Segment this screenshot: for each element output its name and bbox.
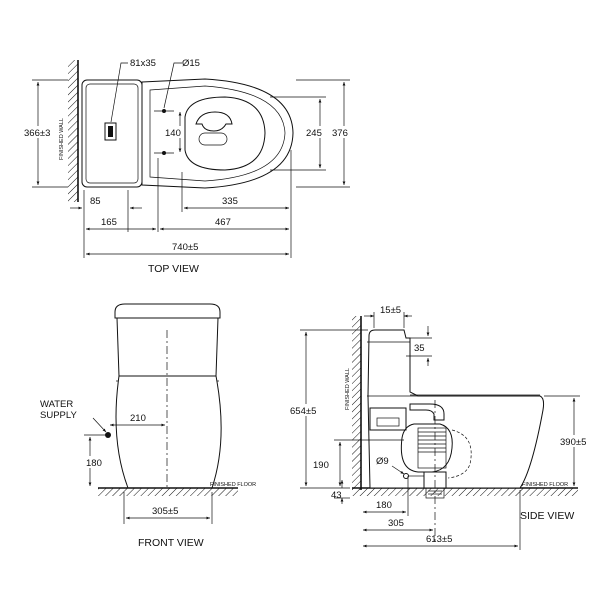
drain-bottom xyxy=(198,132,228,146)
top-finished-wall-label: FINISHED WALL xyxy=(59,118,65,160)
front-tank xyxy=(116,317,219,377)
button-leader xyxy=(110,62,128,123)
side-trapway xyxy=(400,423,453,473)
flush-button-core xyxy=(108,126,113,137)
side-outlet-hole xyxy=(403,473,409,479)
dim-side-height-label: 654±5 xyxy=(290,406,316,417)
dim-side-305-label: 305 xyxy=(388,518,404,529)
front-finished-floor-label: FINISHED FLOOR xyxy=(210,482,256,488)
front-view-title: FRONT VIEW xyxy=(138,537,204,549)
top-bowl xyxy=(141,78,294,189)
side-bowl-dashed xyxy=(447,429,472,479)
side-wall-hatch xyxy=(352,316,361,490)
dim-seat-width-label: 245 xyxy=(306,128,322,139)
dim-side-rim-label: 390±5 xyxy=(560,437,586,448)
water-supply-label-1: WATER xyxy=(40,399,73,410)
dim-holes-span-label: 140 xyxy=(165,128,181,139)
dim-front-210-label: 210 xyxy=(130,413,146,424)
button-size-label: 81x35 xyxy=(130,58,156,69)
water-supply-leader xyxy=(92,417,107,433)
side-finished-wall-label: FINISHED WALL xyxy=(345,368,351,410)
top-wall-hatch xyxy=(68,60,78,202)
water-supply-label-2: SUPPLY xyxy=(40,410,77,421)
dim-side-35-label: 35 xyxy=(414,343,425,354)
front-body xyxy=(115,375,222,489)
top-view-title: TOP VIEW xyxy=(148,263,199,275)
dim-467-label: 467 xyxy=(215,217,231,228)
water-supply-point xyxy=(105,432,111,438)
dim-front-width-label: 305±5 xyxy=(152,506,178,517)
dim-depth-left-label: 366±3 xyxy=(24,128,50,139)
side-view: FINISHED WALL FINISHED FLOOR 15±5 xyxy=(289,305,588,550)
dim-165-label: 165 xyxy=(101,217,117,228)
side-floor-hatch xyxy=(352,488,578,496)
side-inlet-pipe xyxy=(409,403,445,421)
seat-opening xyxy=(184,96,266,171)
front-view: FINISHED FLOOR WATER SUPPLY 210 180 305±… xyxy=(40,303,256,549)
flush-button xyxy=(104,122,117,141)
front-floor-hatch xyxy=(98,488,238,496)
dim-side-15-label: 15±5 xyxy=(380,305,401,316)
side-outlet-size-label: Ø9 xyxy=(376,456,389,467)
hole-leader xyxy=(163,62,182,109)
side-profile xyxy=(367,329,545,489)
front-tank-lid xyxy=(114,303,221,319)
side-inner-tank xyxy=(369,407,407,431)
top-bowl-rim xyxy=(149,85,286,182)
dim-side-180-label: 180 xyxy=(376,500,392,511)
side-finished-floor-label: FINISHED FLOOR xyxy=(522,482,568,488)
side-view-title: SIDE VIEW xyxy=(520,510,574,522)
drain-outlet xyxy=(195,111,233,132)
dim-side-43-label: 43 xyxy=(331,490,342,501)
dim-length-label: 740±5 xyxy=(172,242,198,253)
dim-depth-right-label: 376 xyxy=(332,128,348,139)
hole-size-label: Ø15 xyxy=(182,58,200,69)
dim-85-label: 85 xyxy=(90,196,101,207)
dim-side-190-label: 190 xyxy=(313,460,329,471)
dim-front-180-label: 180 xyxy=(86,458,102,469)
dim-335-label: 335 xyxy=(222,196,238,207)
dim-side-length-label: 613±5 xyxy=(426,534,452,545)
top-view: FINISHED WALL 81x35 Ø15 366±3 376 xyxy=(24,58,354,275)
top-tank-inner xyxy=(85,83,139,184)
